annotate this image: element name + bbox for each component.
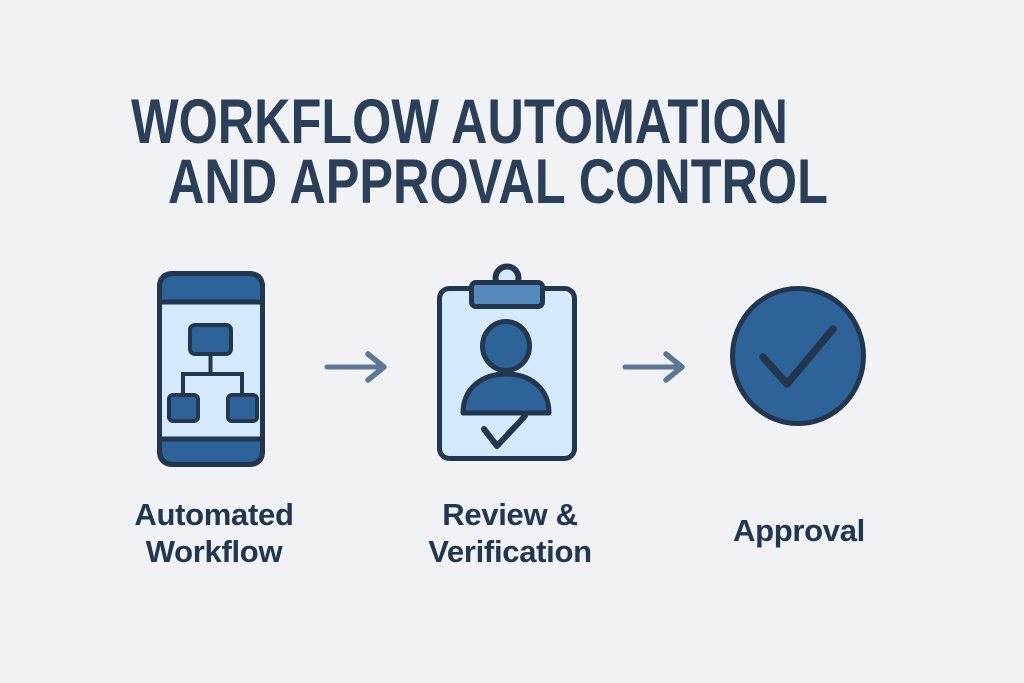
step-label-line: Review & [442, 497, 578, 532]
step-label-approval: Approval [733, 512, 865, 549]
step-label-line: Verification [428, 534, 592, 569]
step-label-automated-workflow: Automated Workflow [134, 496, 293, 570]
step-label-line: Workflow [145, 534, 283, 569]
title-line-1: WORKFLOW AUTOMATION [131, 87, 788, 157]
step-label-line: Approval [733, 513, 865, 548]
title-line-2: AND APPROVAL CONTROL [168, 147, 828, 217]
circle-checkmark-icon [729, 285, 867, 427]
smartphone-flowchart-icon [157, 271, 265, 467]
step-label-line: Automated [134, 497, 294, 532]
clipboard-person-check-icon [437, 261, 577, 461]
arrow-right-icon [622, 351, 692, 388]
step-label-review-verification: Review & Verification [428, 496, 592, 570]
arrow-right-icon [324, 351, 394, 388]
